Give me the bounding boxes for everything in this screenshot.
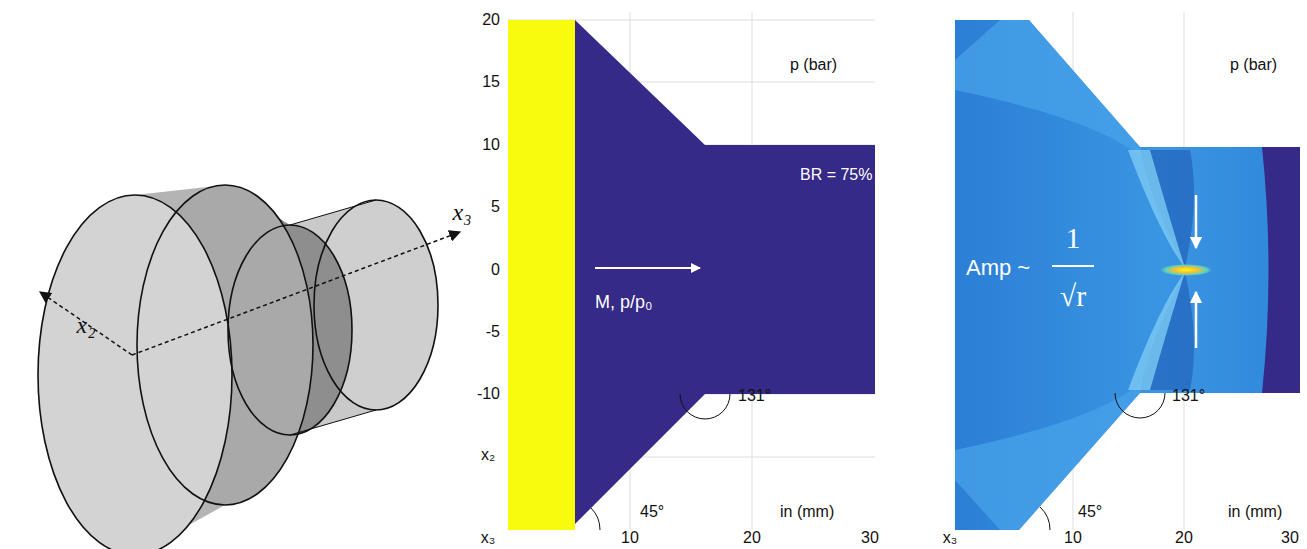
axis-label: x₂ [481,447,495,463]
amplitude-label: √r [1060,281,1086,311]
post-shock [1262,147,1300,393]
unit-label: in (mm) [1228,504,1282,520]
flow-region [508,20,875,530]
flow-region [955,20,1300,530]
tick-label: -10 [477,386,500,402]
angle-label: 131° [1172,388,1205,404]
tick-label: -5 [486,324,500,340]
axis-label: x₃ [481,530,496,546]
angle-label: 45° [640,504,664,520]
tick-label: 10 [1064,530,1082,546]
tick-label: 30 [861,530,879,546]
focus-point [1160,264,1212,276]
tick-label: 20 [482,12,500,28]
unit-label: p (bar) [790,57,837,73]
flow-arrow [595,267,700,269]
sketch-outlines [38,185,438,549]
unit-label: in (mm) [780,504,834,520]
focus-arrow [1195,195,1198,248]
amplitude-label: Amp ~ [966,257,1030,279]
shock-band [955,20,1145,160]
nozzle-sketch [38,185,438,549]
tick-label: 20 [743,530,761,546]
axis-label: x₃ [943,530,958,546]
angle-arc [680,394,730,419]
axis-label: x₃ [453,200,472,224]
shock-front [1128,150,1185,268]
tick-label: 10 [621,530,639,546]
shock-front [1128,272,1185,390]
tick-label: 20 [1175,530,1193,546]
axis-label: x₂ [77,313,96,337]
focus-arrow [1195,292,1198,348]
tick-label: 10 [482,137,500,153]
axis-lines [40,232,460,355]
angle-label: 131° [738,388,771,404]
tick-label: 15 [482,74,500,90]
angle-arc [591,508,600,530]
tick-label: 0 [491,262,500,278]
blockage-ratio: BR = 75% [800,167,872,183]
unit-label: p (bar) [1230,57,1277,73]
flow-label: M, p/p₀ [595,293,653,311]
grid [508,12,875,530]
angle-label: 45° [1078,504,1102,520]
fraction-bar [1052,265,1094,267]
tick-label: 30 [1281,530,1299,546]
tick-label: 5 [491,199,500,215]
angle-arc [1040,507,1050,530]
amplitude-label: 1 [1066,223,1081,253]
angle-arc [1115,393,1165,418]
driver-gas [508,20,575,530]
